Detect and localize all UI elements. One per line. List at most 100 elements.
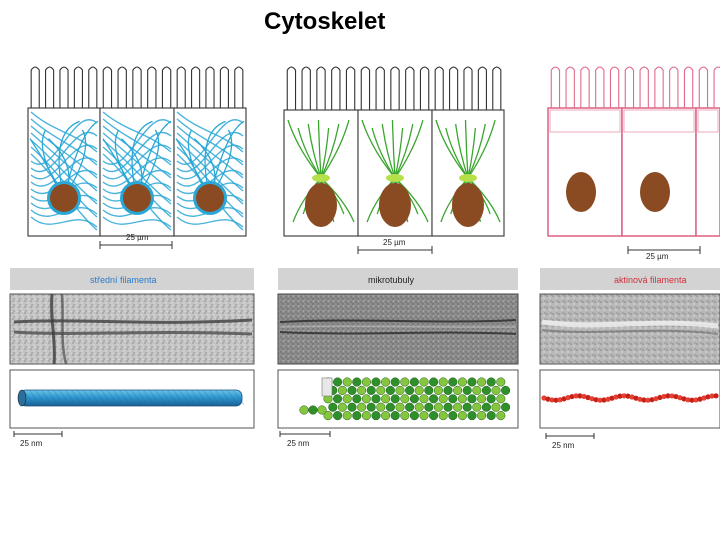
tubulin-dimer <box>396 386 405 395</box>
tubulin-dimer <box>473 403 482 412</box>
microvillus <box>346 67 354 110</box>
tubulin-dimer <box>415 386 424 395</box>
tubulin-dimer <box>434 386 443 395</box>
tubulin-dimer <box>309 406 318 415</box>
tubulin-dimer <box>468 395 477 404</box>
tubulin-dimer <box>458 411 467 420</box>
microvillus <box>287 67 295 110</box>
nucleus <box>50 184 78 212</box>
microvillus <box>670 67 678 108</box>
tubulin-dimer <box>401 378 410 387</box>
centrosome <box>386 174 404 182</box>
tubulin-dimer <box>333 378 342 387</box>
microvillus <box>478 67 486 110</box>
tubulin-dimer <box>429 411 438 420</box>
tubulin-dimer <box>501 386 510 395</box>
tubulin-dimer <box>477 411 486 420</box>
tubulin-dimer <box>343 378 352 387</box>
microvillus <box>133 67 141 108</box>
cell-scale-bar: 25 µm <box>358 238 432 254</box>
tubulin-dimer <box>410 395 419 404</box>
model-scale-label: 25 nm <box>287 439 310 448</box>
tubulin-dimer <box>439 378 448 387</box>
nucleus <box>379 183 411 227</box>
band-label: aktinová filamenta <box>614 275 687 285</box>
tubulin-dimer <box>415 403 424 412</box>
microvillus <box>581 67 589 108</box>
tubulin-dimer <box>420 378 429 387</box>
tubulin-dimer <box>381 395 390 404</box>
microvillus <box>103 67 111 108</box>
nucleus <box>123 184 151 212</box>
filament-model <box>278 370 518 428</box>
model-scale-label: 25 nm <box>552 441 575 450</box>
tubulin-dimer <box>501 403 510 412</box>
tubulin-dimer <box>405 386 414 395</box>
tubulin-dimer <box>444 386 453 395</box>
tubulin-dimer <box>348 403 357 412</box>
tubulin-dimer <box>353 411 362 420</box>
microvillus <box>192 67 200 108</box>
microvillus <box>625 67 633 108</box>
tubulin-dimer <box>362 378 371 387</box>
microvillus <box>31 67 39 108</box>
microvillus <box>302 67 310 110</box>
tubulin-dimer <box>372 378 381 387</box>
tubulin-dimer <box>429 378 438 387</box>
tubulin-dimer <box>381 411 390 420</box>
microvillus <box>596 67 604 108</box>
microvillus <box>60 67 68 108</box>
centrosome <box>312 174 330 182</box>
microvillus <box>684 67 692 108</box>
tubulin-dimer <box>410 378 419 387</box>
tubulin-dimer <box>372 411 381 420</box>
tubulin-dimer <box>338 403 347 412</box>
tube-end <box>322 378 332 396</box>
tubulin-dimer <box>377 403 386 412</box>
tubulin-dimer <box>449 378 458 387</box>
tubulin-dimer <box>367 403 376 412</box>
tubulin-dimer <box>458 378 467 387</box>
tubulin-dimer <box>453 386 462 395</box>
tubulin-dimer <box>348 386 357 395</box>
tubulin-dimer <box>497 378 506 387</box>
nucleus <box>452 183 484 227</box>
microvillus <box>376 67 384 110</box>
tubulin-dimer <box>401 411 410 420</box>
tubulin-dimer <box>329 403 338 412</box>
microvillus <box>89 67 97 108</box>
tubulin-dimer <box>439 411 448 420</box>
tubulin-dimer <box>425 403 434 412</box>
tubulin-dimer <box>367 386 376 395</box>
microvillus <box>464 67 472 110</box>
model-scale-label: 25 nm <box>20 439 43 448</box>
model-scale-bar: 25 nm <box>14 431 62 448</box>
tubulin-dimer <box>487 395 496 404</box>
tubulin-dimer <box>391 378 400 387</box>
microvillus <box>46 67 54 108</box>
tubulin-dimer <box>386 403 395 412</box>
microvillus <box>317 67 325 110</box>
tubulin-dimer <box>487 378 496 387</box>
tubulin-dimer <box>429 395 438 404</box>
microtubule-cells <box>284 67 504 236</box>
tubulin-dimer <box>497 395 506 404</box>
cell-scale-bar: 25 µm <box>628 246 700 261</box>
microvillus <box>493 67 501 110</box>
tubulin-dimer <box>420 395 429 404</box>
tubulin-dimer <box>482 403 491 412</box>
nucleus <box>305 183 337 227</box>
tubulin-dimer <box>386 386 395 395</box>
tubulin-dimer <box>362 411 371 420</box>
tubulin-dimer <box>487 411 496 420</box>
tubulin-dimer <box>353 378 362 387</box>
microvillus <box>450 67 458 110</box>
tubulin-dimer <box>468 411 477 420</box>
electron-micrograph <box>10 294 254 364</box>
tubulin-dimer <box>338 386 347 395</box>
tubulin-dimer <box>300 406 309 415</box>
tubulin-dimer <box>497 411 506 420</box>
epithelial-cell <box>622 108 696 236</box>
tubulin-dimer <box>420 411 429 420</box>
